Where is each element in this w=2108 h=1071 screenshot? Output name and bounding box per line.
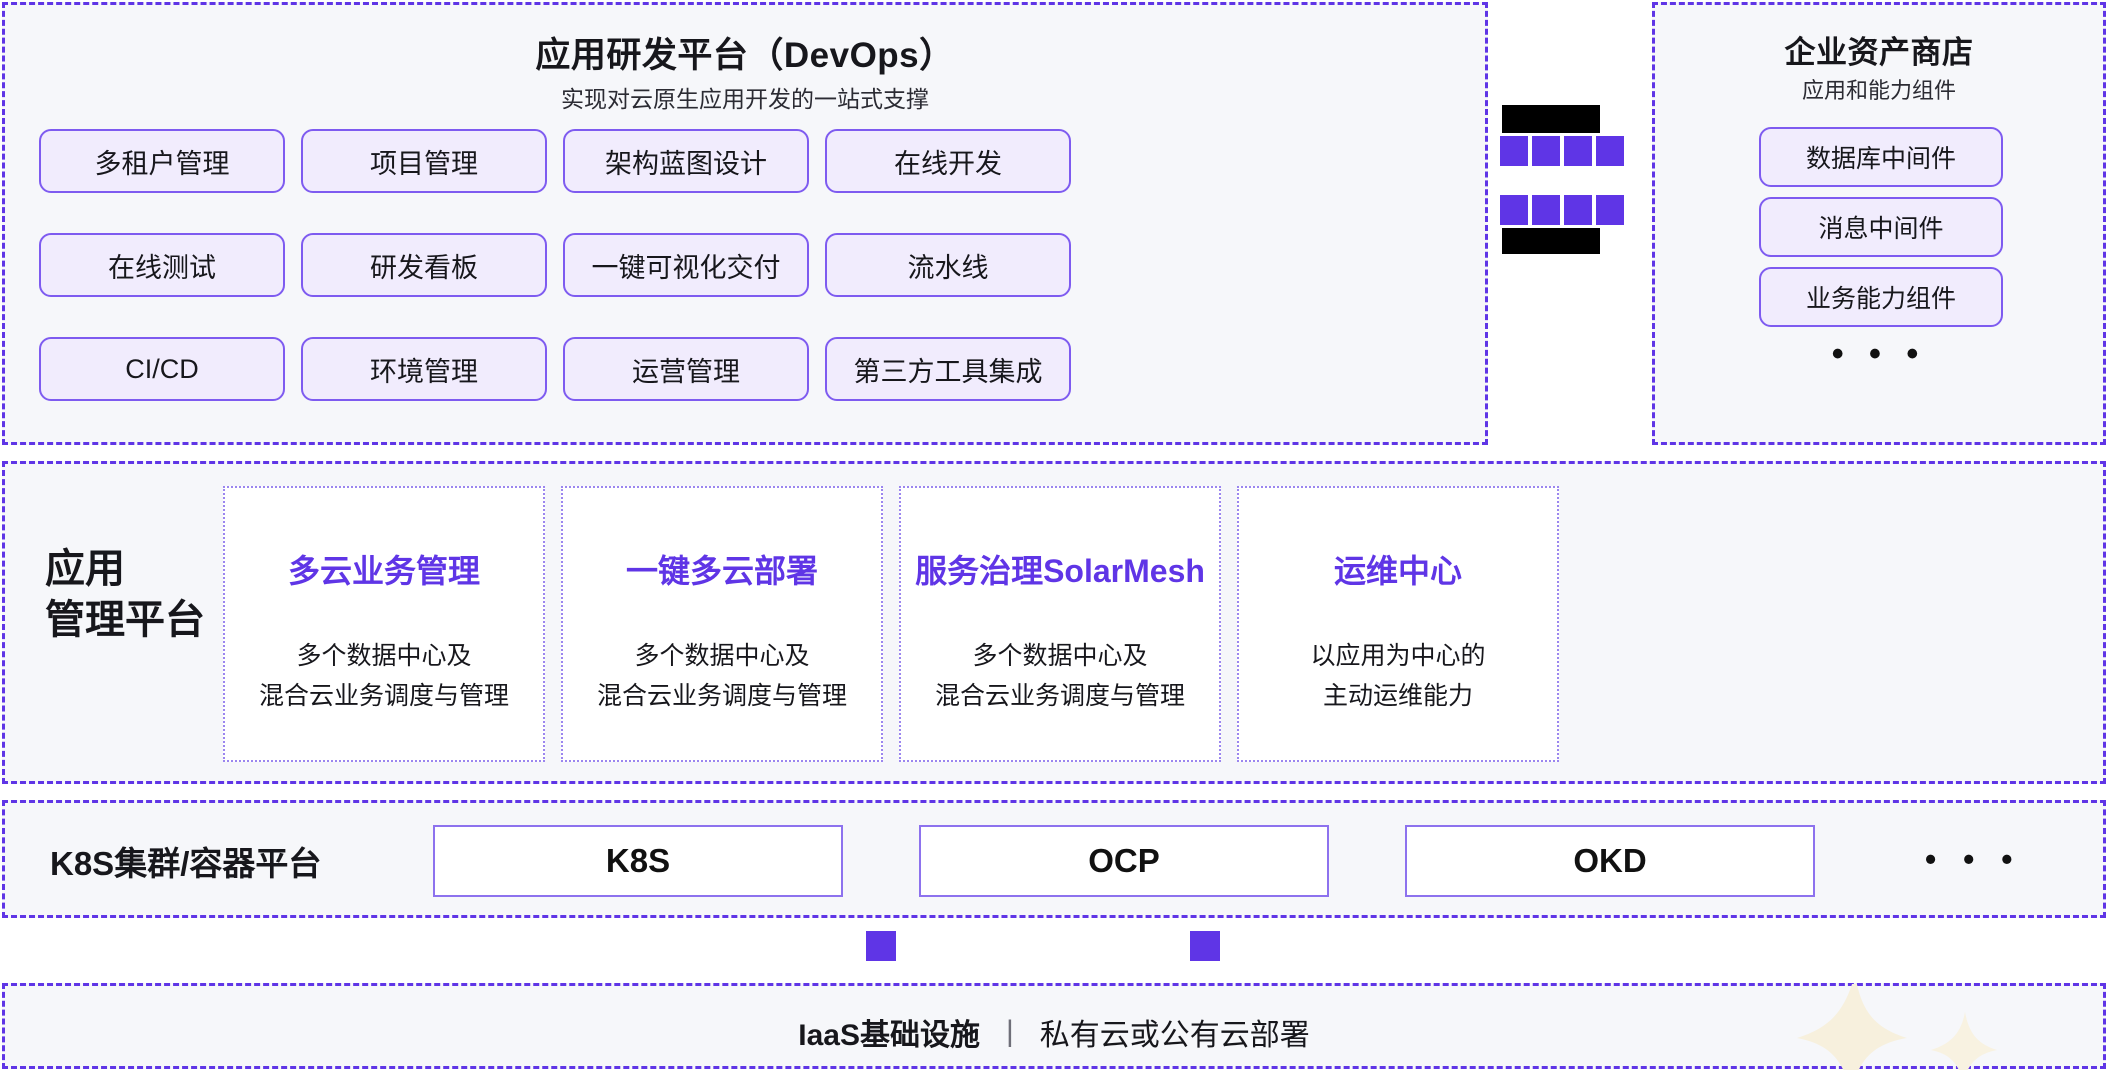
devops-platform-panel: 应用研发平台（DevOps） 实现对云原生应用开发的一站式支撑 多租户管理 项目… [2, 2, 1488, 445]
asset-store-title: 企业资产商店 [1784, 35, 1974, 70]
asset-store-subtitle: 应用和能力组件 [1801, 78, 1956, 103]
mgmt-card-desc-line2: 混合云业务调度与管理 [258, 682, 509, 710]
devops-panel-subtitle: 实现对云原生应用开发的一站式支撑 [561, 86, 929, 112]
connector-square-left [866, 931, 896, 961]
mgmt-card-desc-line1: 以应用为中心的 [1310, 642, 1486, 670]
connector-square [1564, 195, 1592, 225]
mgmt-card-desc-line1: 多个数据中心及 [634, 642, 810, 670]
mgmt-card-desc: 多个数据中心及 混合云业务调度与管理 [225, 636, 543, 716]
connector-square [1596, 195, 1624, 225]
devops-card-operations[interactable]: 运营管理 [563, 337, 809, 401]
mgmt-card-desc-line2: 混合云业务调度与管理 [596, 682, 847, 710]
mgmt-card-desc-line1: 多个数据中心及 [972, 642, 1148, 670]
connector-square-row-top [1500, 136, 1624, 166]
connector-square-right [1190, 931, 1220, 961]
iaas-subtitle: 私有云或公有云部署 [1039, 1019, 1310, 1052]
k8s-box-ocp[interactable]: OCP [919, 825, 1329, 897]
connector-square [1596, 136, 1624, 166]
application-management-panel: 应用 管理平台 多云业务管理 多个数据中心及 混合云业务调度与管理 一键多云部署… [2, 461, 2106, 784]
devops-panel-title: 应用研发平台（DevOps） [535, 36, 955, 75]
asset-card-message-middleware[interactable]: 消息中间件 [1759, 197, 2003, 257]
iaas-row: IaaS基础设施 | 私有云或公有云部署 [5, 1010, 2103, 1054]
devops-card-online-dev[interactable]: 在线开发 [825, 129, 1071, 193]
mgmt-card-title: 多云业务管理 [287, 553, 480, 589]
management-label-line2: 管理平台 [45, 598, 205, 643]
mgmt-card-desc: 多个数据中心及 混合云业务调度与管理 [901, 636, 1219, 716]
devops-card-3rd-party[interactable]: 第三方工具集成 [825, 337, 1071, 401]
asset-card-business-component[interactable]: 业务能力组件 [1759, 267, 2003, 327]
asset-store-more-dots: • • • [1831, 335, 1927, 373]
mgmt-card-title: 一键多云部署 [625, 553, 818, 589]
asset-card-db-middleware[interactable]: 数据库中间件 [1759, 127, 2003, 187]
devops-card-blueprint[interactable]: 架构蓝图设计 [563, 129, 809, 193]
mgmt-card-desc: 多个数据中心及 混合云业务调度与管理 [563, 636, 881, 716]
devops-card-multitenant[interactable]: 多租户管理 [39, 129, 285, 193]
connector-square [1532, 195, 1560, 225]
iaas-title: IaaS基础设施 [798, 1019, 980, 1052]
mgmt-card-desc: 以应用为中心的 主动运维能力 [1239, 636, 1557, 716]
mgmt-card-ops-center[interactable]: 运维中心 以应用为中心的 主动运维能力 [1237, 486, 1559, 762]
k8s-panel-label: K8S集群/容器平台 [50, 845, 322, 882]
devops-card-cicd[interactable]: CI/CD [39, 337, 285, 401]
k8s-box-okd[interactable]: OKD [1405, 825, 1815, 897]
devops-card-pipeline[interactable]: 流水线 [825, 233, 1071, 297]
devops-card-visual-deliver[interactable]: 一键可视化交付 [563, 233, 809, 297]
redacted-label-top: ████████ [1502, 105, 1600, 133]
devops-card-online-test[interactable]: 在线测试 [39, 233, 285, 297]
mgmt-card-desc-line2: 混合云业务调度与管理 [934, 682, 1185, 710]
mgmt-card-title: 运维中心 [1333, 553, 1462, 589]
connector-square [1564, 136, 1592, 166]
mgmt-card-solarmesh[interactable]: 服务治理SolarMesh 多个数据中心及 混合云业务调度与管理 [899, 486, 1221, 762]
devops-card-environment[interactable]: 环境管理 [301, 337, 547, 401]
iaas-divider: | [1005, 1015, 1014, 1048]
enterprise-asset-store-panel: 企业资产商店 应用和能力组件 数据库中间件 消息中间件 业务能力组件 • • • [1652, 2, 2106, 445]
connector-square [1500, 136, 1528, 166]
redacted-label-bottom: ████████ [1502, 228, 1600, 254]
k8s-more-dots: • • • [1925, 841, 2022, 877]
iaas-infrastructure-panel: IaaS基础设施 | 私有云或公有云部署 [2, 983, 2106, 1070]
mgmt-card-multicloud-business[interactable]: 多云业务管理 多个数据中心及 混合云业务调度与管理 [223, 486, 545, 762]
k8s-box-k8s[interactable]: K8S [433, 825, 843, 897]
connector-square [1532, 136, 1560, 166]
mgmt-card-onekey-deploy[interactable]: 一键多云部署 多个数据中心及 混合云业务调度与管理 [561, 486, 883, 762]
connector-square [1500, 195, 1528, 225]
management-label-line1: 应用 [45, 547, 125, 591]
mgmt-card-desc-line1: 多个数据中心及 [296, 642, 472, 670]
devops-card-kanban[interactable]: 研发看板 [301, 233, 547, 297]
k8s-container-platform-panel: K8S集群/容器平台 K8S OCP OKD • • • [2, 800, 2106, 918]
devops-card-project[interactable]: 项目管理 [301, 129, 547, 193]
management-platform-label: 应用 管理平台 [45, 544, 275, 646]
connector-square-row-bottom [1500, 195, 1624, 225]
mgmt-card-title: 服务治理SolarMesh [915, 553, 1205, 589]
mgmt-card-desc-line2: 主动运维能力 [1322, 682, 1473, 710]
redacted-connector-column: ████████ ████████ [1492, 0, 1650, 445]
